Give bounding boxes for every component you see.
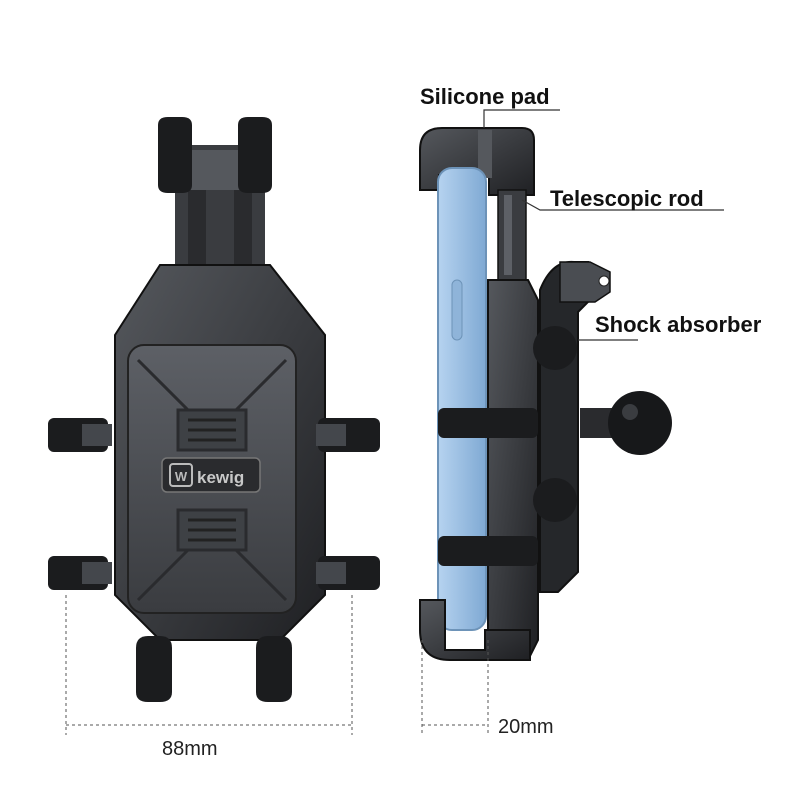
callout-lines <box>483 109 724 341</box>
callout-telescopic-rod: Telescopic rod <box>550 186 704 211</box>
bottom-right-claw <box>256 636 292 702</box>
width-dimension-lines <box>65 595 353 735</box>
phone <box>437 167 487 631</box>
front-view-holder: W kewig <box>48 117 380 702</box>
top-left-claw <box>158 117 192 193</box>
top-right-claw <box>238 117 272 193</box>
logo-mark <box>169 463 193 487</box>
svg-text:W: W <box>175 469 188 484</box>
side-view-holder <box>419 127 672 661</box>
callout-silicone-pad: Silicone pad <box>420 84 550 109</box>
shock-absorber-lower <box>533 478 577 522</box>
ball-joint <box>608 391 672 455</box>
shock-absorber-upper <box>533 326 577 370</box>
width-dimension-label: 88mm <box>162 738 218 760</box>
depth-dimension-lines <box>421 640 489 735</box>
silicone-pad-part <box>478 130 492 178</box>
logo-text: kewig <box>197 468 244 487</box>
bottom-clamp <box>419 599 531 661</box>
upper-side-arm <box>438 408 538 438</box>
bottom-left-claw <box>136 636 172 702</box>
holder-back <box>487 279 539 661</box>
lower-side-arm <box>438 536 538 566</box>
callout-shock-absorber: Shock absorber <box>595 312 762 337</box>
logo-plate <box>161 457 261 493</box>
depth-dimension-label: 20mm <box>498 716 554 738</box>
